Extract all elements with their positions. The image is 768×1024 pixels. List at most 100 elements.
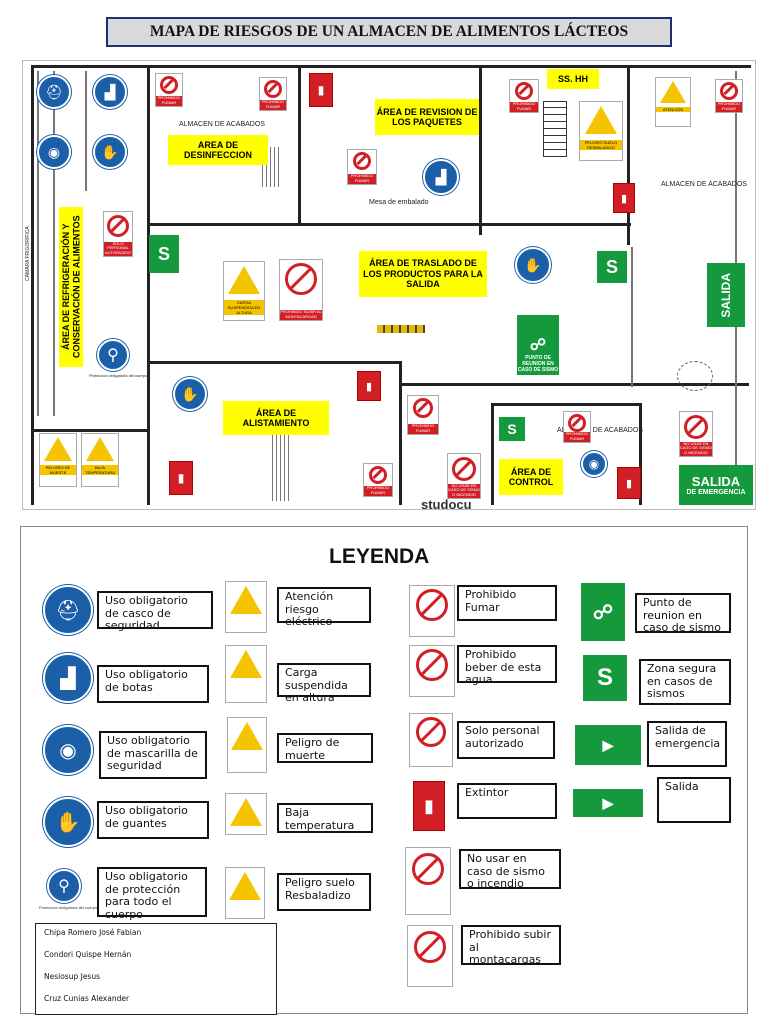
safe-zone-icon: S (583, 655, 627, 701)
slippery-floor-icon (225, 867, 265, 919)
solo-personal-sign: SOLO PERSONAL AUTORIZADO (103, 211, 133, 257)
legend-extintor: Extintor (457, 783, 557, 819)
no-usar-sismo-sign: NO USAR EN CASO DE SISMO O INCENDIO (679, 411, 713, 457)
gloves-icon: ✋ (515, 247, 551, 283)
almacen-acabados-label: ALMACEN DE ACABADOS (661, 181, 747, 188)
death-hazard-icon (227, 717, 267, 773)
legend-montacargas: Prohibido subir al montacargas (461, 925, 561, 966)
body-protection-icon: ⚲ (97, 339, 129, 371)
legend-electrico: Atención riesgo eléctrico (277, 587, 371, 628)
wall (639, 403, 642, 505)
legend-panel: LEYENDA ⛑ Uso obligatorio de casco de se… (20, 526, 748, 1015)
prohibido-fumar-sign: PROHIBIDO FUMAR (347, 149, 377, 185)
area-alistamiento-label: ÁREA DE ALISTAMIENTO (223, 401, 329, 435)
legend-heading: LEYENDA (329, 545, 430, 568)
prohibido-fumar-sign: PROHIBIDO FUMAR (155, 73, 183, 107)
helmet-icon: ⛑ (37, 75, 71, 109)
prohibido-fumar-sign: PROHIBIDO FUMAR (509, 79, 539, 113)
body-protection-caption: Protección obligatoria del cuerpo (39, 905, 98, 910)
prohibido-fumar-sign: PROHIBIDO FUMAR (407, 395, 439, 435)
baja-temperatura-sign: BAJA TEMPERATURA (81, 433, 119, 487)
wall (627, 65, 630, 245)
zona-segura-icon: S (499, 417, 525, 441)
body-protection-icon: ⚲ (47, 869, 81, 903)
carga-suspendida-sign: CARGA SUSPENDIDA EN ALTURA (223, 261, 265, 321)
legend-beber: Prohibido beber de esta agua (457, 645, 557, 686)
wall (31, 65, 751, 68)
prohibido-fumar-sign: PROHIBIDO FUMAR (363, 463, 393, 497)
pillar (269, 435, 289, 501)
meeting-point-icon: ☍ (581, 583, 625, 641)
prohibido-fumar-sign: PROHIBIDO FUMAR (563, 411, 591, 443)
author-name: Condori Quispe Hernán (44, 950, 132, 959)
extinguisher-icon: ▮ (613, 183, 635, 213)
author-name: Cruz Cunias Alexander (44, 994, 130, 1003)
extinguisher-icon: ▮ (413, 781, 445, 831)
prohibido-fumar-sign: PROHIBIDO FUMAR (715, 79, 743, 113)
legend-casco: Uso obligatorio de casco de seguridad (97, 591, 213, 632)
zona-segura-icon: S (149, 235, 179, 273)
no-drinking-icon (409, 645, 455, 697)
peligro-suelo-sign: PELIGRO SUELO RESBALADIZO (579, 101, 623, 161)
area-revision-label: ÁREA DE REVISION DE LOS PAQUETES (375, 99, 479, 135)
ss-hh-label: SS. HH (547, 69, 599, 89)
stairs (543, 101, 567, 157)
legend-cuerpo: Uso obligatorio de protección para todo … (97, 867, 207, 921)
wall (298, 65, 301, 225)
boots-icon: ▟ (423, 159, 459, 195)
prohibido-montacargas-sign: PROHIBIDO SUBIR AL MONTACARGAS (279, 259, 323, 321)
area-traslado-label: ÁREA DE TRASLADO DE LOS PRODUCTOS PARA L… (359, 251, 487, 297)
gloves-icon: ✋ (93, 135, 127, 169)
legend-carga: Carga suspendida en altura (277, 663, 371, 704)
machine-icon (677, 361, 713, 391)
almacen-acabados-label: ALMACEN DE ACABADOS (557, 427, 643, 434)
gloves-icon: ✋ (173, 377, 207, 411)
exit-icon: ▶ (573, 789, 643, 817)
forklift-icon (377, 325, 425, 333)
wall (491, 403, 494, 505)
wall (53, 71, 55, 416)
legend-no-usar: No usar en caso de sismo o incendio (459, 849, 561, 890)
legend-zona-segura: Zona segura en casos de sismos (639, 659, 731, 705)
wall (31, 65, 34, 505)
mesa-embalado-label: Mesa de embalado (369, 199, 429, 206)
wall (85, 71, 87, 191)
atencion-electrica-sign: ATENCIÓN (655, 77, 691, 127)
wall (399, 383, 749, 386)
authors-box: Chipa Romero José Fabian Condori Quispe … (35, 923, 277, 1015)
prohibido-beber-sign: PROHIBIDO FUMAR (259, 77, 287, 111)
legend-mascarilla: Uso obligatorio de mascarilla de segurid… (99, 731, 207, 779)
salida-sign: SALIDA (707, 263, 745, 327)
no-use-earthquake-icon (405, 847, 451, 915)
wall (147, 65, 150, 505)
extinguisher-icon: ▮ (617, 467, 641, 499)
legend-salida-emerg: Salida de emergencia (647, 721, 727, 767)
authorized-only-icon (409, 713, 453, 767)
emergency-exit-icon: ▶ (575, 725, 641, 765)
extinguisher-icon: ▮ (169, 461, 193, 495)
extinguisher-icon: ▮ (309, 73, 333, 107)
author-name: Chipa Romero José Fabian (44, 928, 142, 937)
wall (149, 223, 631, 226)
mask-icon: ◉ (581, 451, 607, 477)
area-refrigeracion-label: ÁREA DE REFRIGERACIÓN Y CONSERVACIÓN DE … (59, 207, 83, 367)
wall (399, 361, 402, 505)
wall (631, 247, 633, 387)
legend-baja-temp: Baja temperatura (277, 803, 373, 833)
mask-icon: ◉ (43, 725, 93, 775)
legend-guantes: Uso obligatorio de guantes (97, 801, 209, 839)
boots-icon: ▟ (43, 653, 93, 703)
helmet-icon: ⛑ (43, 585, 93, 635)
peligro-muerte-sign: PELIGRO DE MUERTE (39, 433, 77, 487)
legend-salida: Salida (657, 777, 731, 823)
legend-botas: Uso obligatorio de botas (97, 665, 209, 703)
zona-segura-icon: S (597, 251, 627, 283)
suspended-load-icon (225, 645, 267, 703)
legend-fumar: Prohibido Fumar (457, 585, 557, 621)
no-smoking-icon (409, 585, 455, 637)
page-title: MAPA DE RIESGOS DE UN ALMACEN DE ALIMENT… (106, 17, 672, 47)
area-control-label: ÁREA DE CONTROL (499, 459, 563, 495)
legend-suelo: Peligro suelo Resbaladizo (277, 873, 371, 911)
